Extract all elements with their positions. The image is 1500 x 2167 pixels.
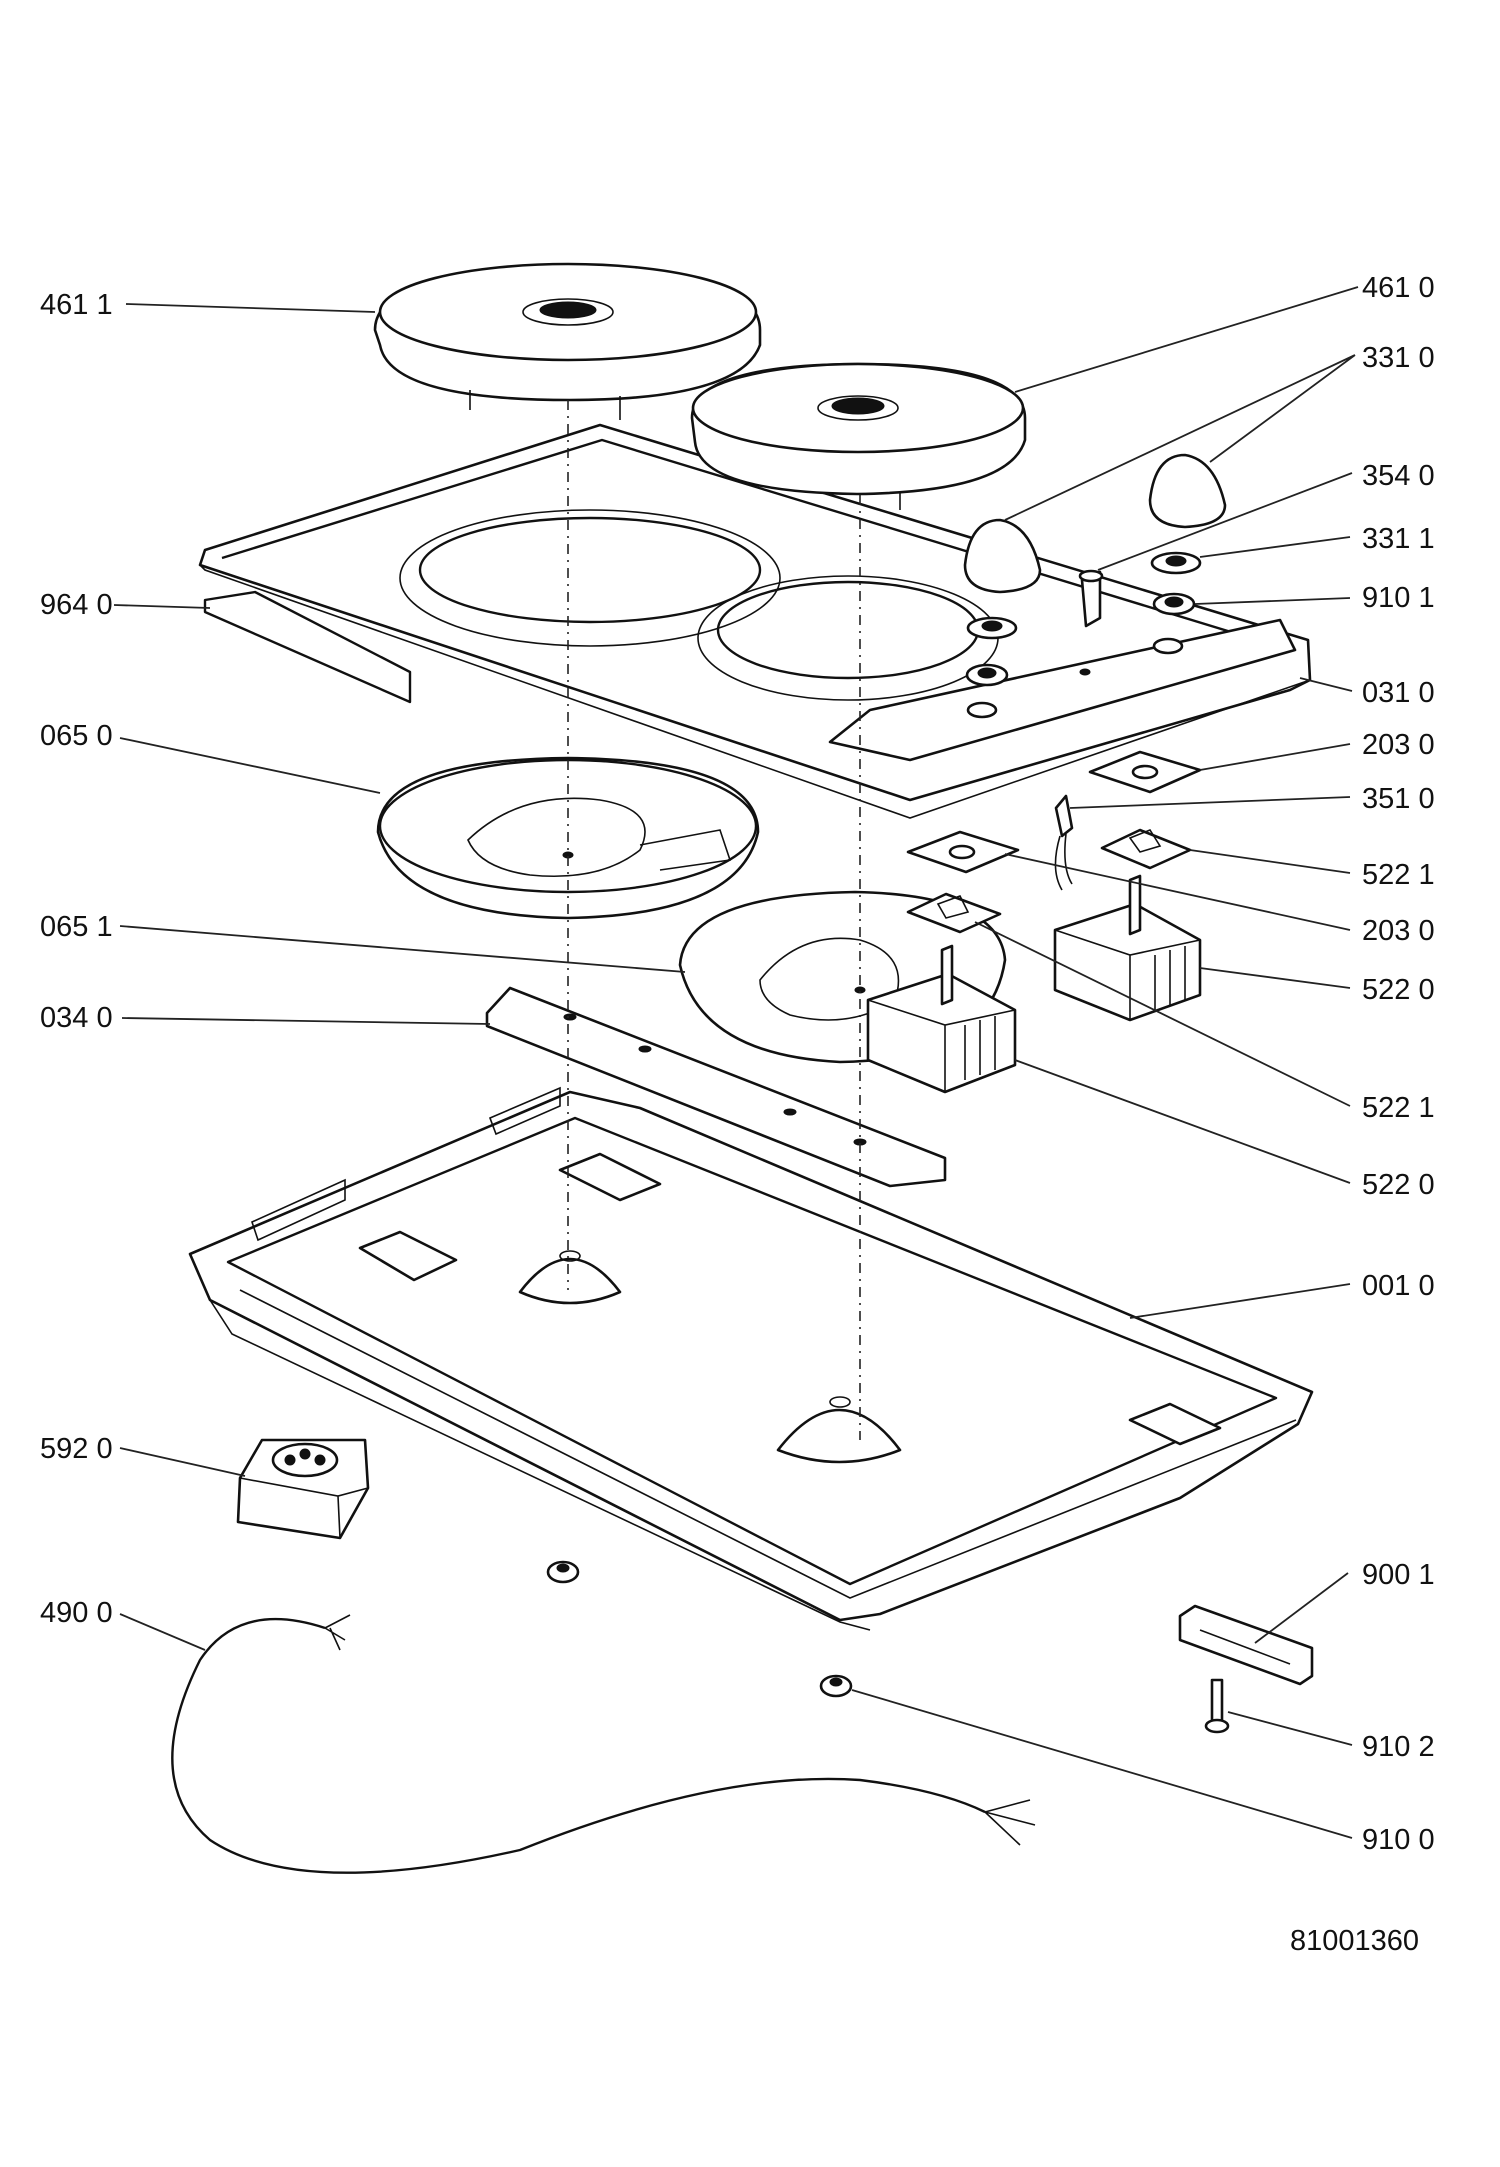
label-461-0: 461 0 [1362,272,1435,304]
cable-nut-1 [546,1560,580,1584]
label-522-1-lower: 522 1 [1362,1092,1435,1124]
label-065-1: 065 1 [40,911,113,943]
label-964-0: 964 0 [40,589,113,621]
label-490-0: 490 0 [40,1597,113,1629]
label-910-2: 910 2 [1362,1731,1435,1763]
energy-regulator-1 [1053,874,1202,1022]
nut-left [965,663,1009,687]
signal-lamp-wires [1054,794,1074,891]
label-910-0: 910 0 [1362,1824,1435,1856]
insulation-pad-2 [906,830,1020,874]
label-001-0: 001 0 [1362,1270,1435,1302]
terminal-block [236,1438,370,1540]
control-knob-1 [963,518,1042,594]
seal-strip [203,590,412,704]
cable-nut-2 [819,1674,853,1698]
knob-ring-right [1150,551,1202,575]
label-910-1: 910 1 [1362,582,1435,614]
label-203-0-lower: 203 0 [1362,915,1435,947]
power-cable [171,1614,1036,1874]
label-331-1: 331 1 [1362,523,1435,555]
base-tray [188,1086,1314,1631]
label-522-1-upper: 522 1 [1362,859,1435,891]
control-knob-2 [1148,453,1227,529]
screw [1204,1678,1230,1734]
knob-ring-left [966,616,1018,640]
label-522-0-upper: 522 0 [1362,974,1435,1006]
hob-top-plate [198,423,1312,819]
label-351-0: 351 0 [1362,783,1435,815]
label-461-1: 461 1 [40,289,113,321]
label-331-0: 331 0 [1362,342,1435,374]
indicator-lamp [1078,569,1104,628]
label-065-0: 065 0 [40,720,113,752]
mounting-bracket [485,986,947,1188]
labels-left: 461 1 964 0 065 0 065 1 034 0 592 0 490 … [40,289,113,1629]
label-522-0-lower: 522 0 [1362,1169,1435,1201]
label-034-0: 034 0 [40,1002,113,1034]
switch-bracket-1 [1100,828,1192,870]
cable-clamp [1178,1604,1314,1686]
hotplate-large [373,262,762,420]
leader-lines [113,286,1359,1839]
label-900-1: 900 1 [1362,1559,1435,1591]
insulation-pad-1 [1088,750,1202,794]
label-203-0-upper: 203 0 [1362,729,1435,761]
nut-right [1152,592,1196,616]
label-031-0: 031 0 [1362,677,1435,709]
label-592-0: 592 0 [40,1433,113,1465]
labels-right: 461 0 331 0 354 0 331 1 910 1 031 0 203 … [1362,272,1435,1856]
hotplate-small [690,362,1027,510]
drawing-number: 81001360 [1290,1925,1419,1957]
energy-regulator-2 [866,944,1017,1094]
label-354-0: 354 0 [1362,460,1435,492]
assembly-axis-lines [567,400,861,1440]
